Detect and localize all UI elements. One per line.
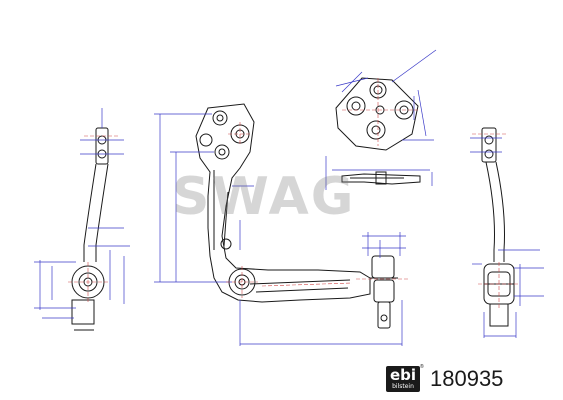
flange-side-view xyxy=(341,171,421,185)
registered-mark: ® xyxy=(420,364,424,370)
left-view-dimensions xyxy=(34,108,130,319)
part-number: 180935 xyxy=(430,366,504,391)
left-side-view xyxy=(71,127,109,331)
right-view-centerlines xyxy=(472,133,520,310)
main-view-dimensions xyxy=(154,113,406,346)
logo-main-text: ebi xyxy=(389,366,417,384)
right-side-view xyxy=(481,127,515,327)
main-view-centerlines xyxy=(226,122,410,298)
flange-side-dimensions xyxy=(325,156,433,190)
left-view-centerlines xyxy=(68,135,120,304)
flange-centerlines xyxy=(342,78,418,146)
flange-top-view xyxy=(335,77,419,151)
swag-watermark: SWAG xyxy=(172,167,356,227)
logo-sub-text: bilstein xyxy=(392,383,414,390)
flange-dimensions xyxy=(335,49,437,141)
ebi-bilstein-logo-icon: ebi bilstein xyxy=(386,366,420,392)
main-control-arm xyxy=(195,103,398,329)
brand-footer: ebi bilstein ® 180935 xyxy=(386,364,546,394)
right-view-dimensions xyxy=(470,137,544,338)
